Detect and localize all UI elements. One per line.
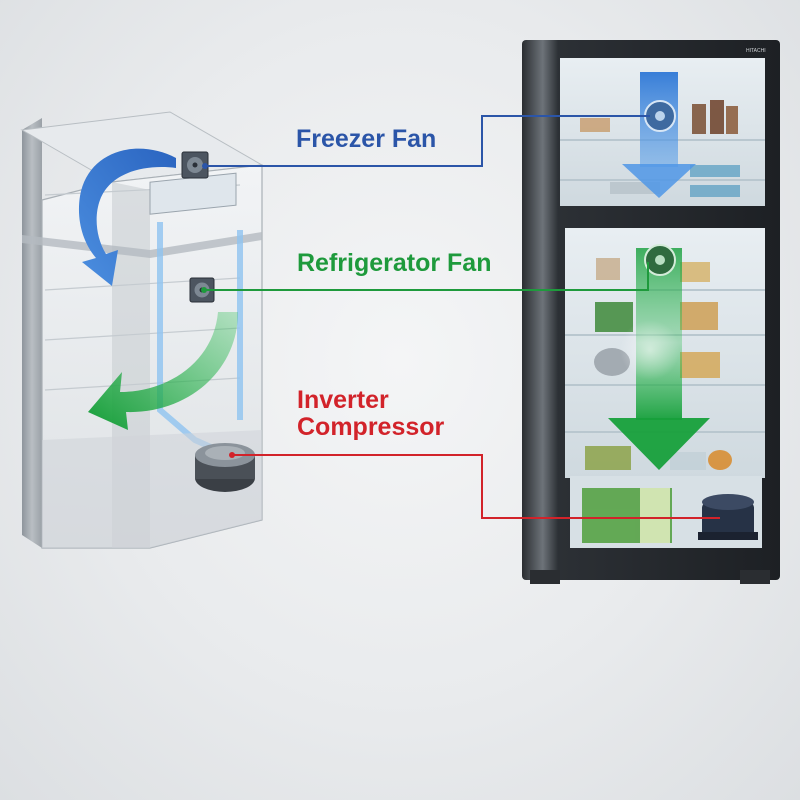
compressor-callout-line: [232, 454, 720, 519]
brand-logo: HITACHI: [746, 48, 766, 54]
inverter-compressor-label: Inverter Compressor: [297, 387, 444, 441]
freezer-fan-label: Freezer Fan: [296, 125, 437, 153]
refrigerator-fan-icon-right: [644, 244, 676, 276]
compressor-label-line1: Inverter: [297, 386, 389, 414]
refrigerator-airflow-arrow-left: [88, 312, 238, 430]
refrigerator-fan-label: Refrigerator Fan: [297, 249, 492, 277]
freezer-airflow-arrow-left: [78, 148, 176, 286]
freezer-fan-callout-line: [205, 115, 650, 167]
compressor-icon: [195, 443, 255, 492]
compressor-label-line2: Compressor: [297, 413, 445, 441]
freezer-fan-icon-right: [644, 100, 676, 132]
refrigerator-fan-callout-line: [204, 262, 649, 291]
compressor-icon-right: [698, 494, 758, 540]
